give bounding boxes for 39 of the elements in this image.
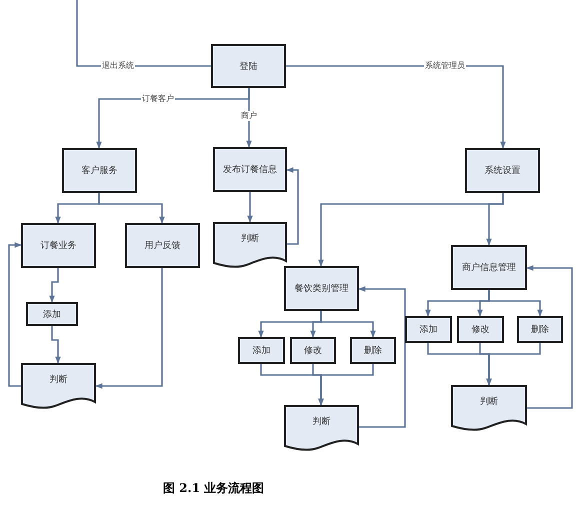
arrow xyxy=(98,193,165,224)
process-box: 用户反馈 xyxy=(125,223,200,268)
process-box: 删除 xyxy=(517,316,563,343)
process-box: 添加 xyxy=(405,316,452,343)
arrow xyxy=(486,193,504,246)
process-box: 添加 xyxy=(26,302,78,326)
process-box: 餐饮类别管理 xyxy=(284,266,359,311)
process-box: 修改 xyxy=(290,337,336,364)
arrow xyxy=(247,192,253,223)
arrow xyxy=(486,343,541,386)
document-shape: 判断 xyxy=(21,363,96,408)
edge-label: 系统管理员 xyxy=(424,61,466,71)
figure-caption: 图 2.1 业务流程图 xyxy=(163,480,264,497)
process-box: 发布订餐信息 xyxy=(213,147,287,192)
arrow xyxy=(358,286,406,428)
process-box: 订餐业务 xyxy=(21,223,96,268)
process-box: 商户信息管理 xyxy=(451,245,527,290)
document-shape: 判断 xyxy=(451,385,527,430)
process-box: 修改 xyxy=(457,316,504,343)
document-shape: 判断 xyxy=(284,405,359,450)
arrow xyxy=(246,88,252,148)
process-box: 登陆 xyxy=(211,44,286,88)
arrow xyxy=(320,311,376,338)
edge-label: 商户 xyxy=(240,111,258,121)
arrow xyxy=(51,326,61,364)
edge-label: 退出系统 xyxy=(101,61,135,71)
arrow xyxy=(318,364,374,406)
arrow xyxy=(286,167,299,245)
arrow xyxy=(488,290,543,317)
edge-label: 订餐客户 xyxy=(141,94,175,104)
process-box: 系统设置 xyxy=(465,148,540,193)
process-box: 删除 xyxy=(350,337,396,364)
process-box: 添加 xyxy=(238,337,285,364)
arrow xyxy=(49,268,59,303)
arrow xyxy=(526,265,573,409)
arrow xyxy=(8,242,22,387)
document-shape: 判断 xyxy=(213,222,287,267)
arrow xyxy=(95,268,163,389)
process-box: 客户服务 xyxy=(62,148,137,193)
